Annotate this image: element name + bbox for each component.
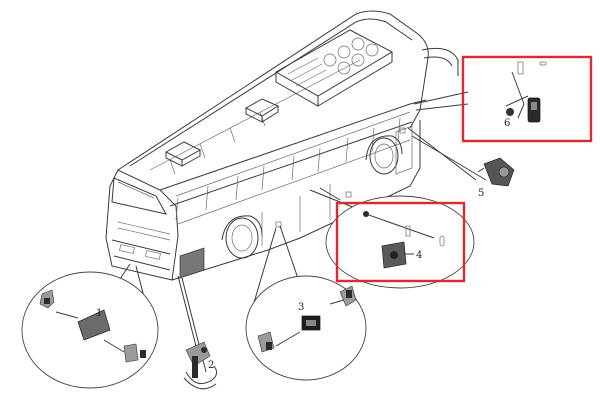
callout-number-6: 6 xyxy=(504,118,510,129)
front-wheel xyxy=(221,215,263,259)
callout-number-1: 1 xyxy=(96,308,102,319)
callout-balloon-6: 6 xyxy=(504,61,547,129)
callout-number-5: 5 xyxy=(478,188,484,199)
bus-illustration xyxy=(105,10,459,281)
callout-balloon-3: 3 xyxy=(245,275,367,381)
roof-ac-unit xyxy=(274,29,394,107)
rear-wheel xyxy=(365,135,403,175)
callout-balloon-4: 4 xyxy=(325,195,475,289)
callout-balloon-5: 5 xyxy=(477,157,515,199)
part-1-plate xyxy=(77,309,111,341)
side-windows xyxy=(175,111,411,225)
callout-number-2: 2 xyxy=(208,360,214,371)
highlight-box-4 xyxy=(335,201,466,283)
callout-balloon-2: 2 xyxy=(183,341,218,390)
front-panel xyxy=(179,247,205,279)
roof-hatch-front xyxy=(164,141,202,167)
roof-hatch-middle xyxy=(244,98,280,123)
callout-balloon-1: 1 xyxy=(21,271,159,389)
callout-number-3: 3 xyxy=(298,302,304,313)
highlight-box-6 xyxy=(461,55,593,143)
callout-number-4: 4 xyxy=(416,250,422,261)
